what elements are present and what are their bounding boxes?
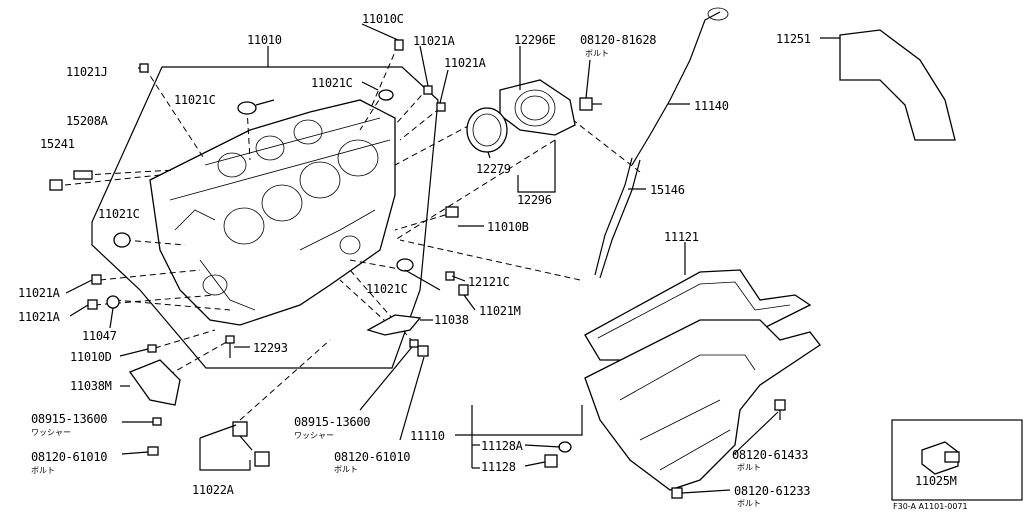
label-11021A-1: 11021A [413,34,455,48]
plug-11010D [147,344,157,353]
sublabel-washer-right: ワッシャー [294,431,334,440]
label-12296: 12296 [517,193,552,207]
inset-code: F30-A A1101-0071 [893,502,968,511]
label-11021A-left-1: 11021A [18,286,60,300]
label-11140: 11140 [694,99,729,113]
label-11038M: 11038M [70,379,112,393]
label-11010C: 11010C [362,12,404,26]
plug-12121C [445,271,455,281]
bolt-08120-61233 [671,487,683,499]
bracket-11038 [366,314,422,336]
plug-11021A-2 [436,102,446,112]
sublabel-bolt-left: ボルト [31,466,55,475]
label-11128A: 11128A [481,439,523,453]
cylinder-block [149,99,396,326]
sublabel-bolt-right: ボルト [334,465,358,474]
label-11021A-2: 11021A [444,56,486,70]
label-08120-61010-left: 08120-61010 [31,450,108,464]
label-11021M: 11021M [479,304,521,318]
plug-11021A-left-2 [87,299,98,310]
plug-11021C-bottom [396,258,414,272]
bolt-08120-81628 [579,97,593,111]
bolt-08120-61433 [774,399,786,411]
sublabel-bolt-81628: ボルト [585,49,609,58]
bolt-08120-61010-left [147,446,159,456]
label-08120-61010-right: 08120-61010 [334,450,411,464]
label-11021J: 11021J [66,65,108,79]
sublabel-bolt-61433: ボルト [737,463,761,472]
label-11021C-bottom: 11021C [366,282,408,296]
label-08120-61433: 08120-61433 [732,448,809,462]
oil-pan-11110 [584,319,821,491]
pin-15241 [49,179,63,191]
plug-11021C-left [113,232,131,248]
bolt-12293 [225,335,235,344]
label-11251: 11251 [776,32,811,46]
dipstick-guide-15146 [594,157,633,276]
seal-retainer-12296E [499,79,576,136]
label-11121: 11121 [664,230,699,244]
sleeve-15208A [73,170,93,180]
label-15208A: 15208A [66,114,108,128]
label-11021C-right: 11021C [311,76,353,90]
plug-11010C [394,39,404,51]
plug-11010B [445,206,459,218]
bolt-11022A-2 [254,451,270,467]
sublabel-bolt-61233: ボルト [737,499,761,508]
label-15241: 15241 [40,137,75,151]
label-11025M: 11025M [915,474,957,488]
label-08120-81628: 08120-81628 [580,33,657,47]
cover-11251 [839,29,956,141]
dipstick-11140 [631,11,721,166]
label-11022A: 11022A [192,483,234,497]
bolt-08120-61010-right [417,345,429,357]
label-12121C: 12121C [468,275,510,289]
plug-11021J [139,63,149,73]
oil-seal-12279 [466,107,508,153]
label-12293: 12293 [253,341,288,355]
label-11021A-left-2: 11021A [18,310,60,324]
gasket-11128A [558,441,572,453]
label-08120-61233: 08120-61233 [734,484,811,498]
plug-11021C-right [378,89,394,101]
label-15146: 15146 [650,183,685,197]
plug-11021M [458,284,469,296]
label-11047: 11047 [82,329,117,343]
washer-08915-left [152,417,162,426]
sublabel-washer-left: ワッシャー [31,428,71,437]
bracket-11038M [128,359,181,406]
label-08915-13600-left: 08915-13600 [31,412,108,426]
block-group-outline [91,66,439,369]
sensor-11025M [921,441,960,475]
label-11128: 11128 [481,460,516,474]
label-11021C-left: 11021C [98,207,140,221]
plug-11021A-left-1 [91,274,102,285]
inset-box [891,419,1023,501]
label-11038: 11038 [434,313,469,327]
label-11010: 11010 [247,33,282,47]
plug-11021A-1 [423,85,433,95]
drain-plug-11128 [544,454,558,468]
label-12279: 12279 [476,162,511,176]
label-11010B: 11010B [487,220,529,234]
plug-11047 [106,295,120,309]
label-11110: 11110 [410,429,445,443]
label-08915-13600-right: 08915-13600 [294,415,371,429]
label-11010D: 11010D [70,350,112,364]
label-11021C-top: 11021C [174,93,216,107]
label-12296E: 12296E [514,33,556,47]
plug-11021C-top [237,101,257,115]
washer-08915-right [409,339,419,348]
bolt-11022A-1 [232,421,248,437]
